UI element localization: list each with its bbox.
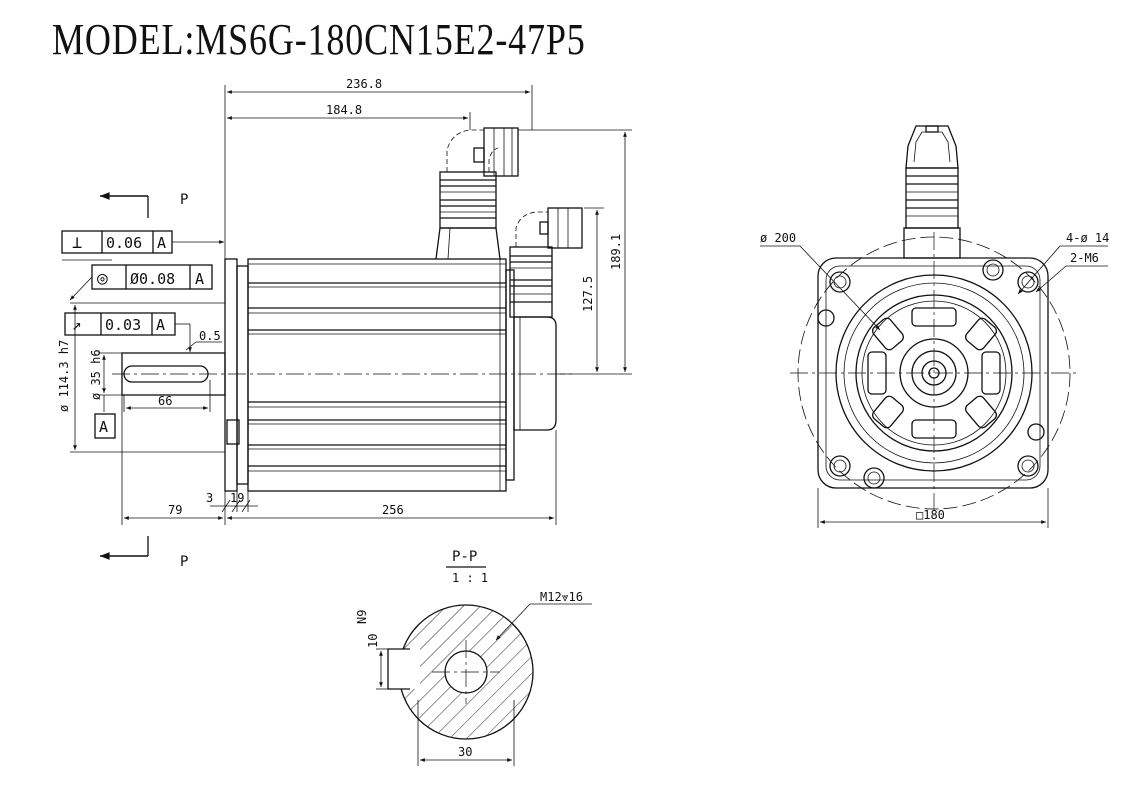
runout-datum: A bbox=[156, 316, 165, 334]
section-label-bottom: P bbox=[180, 554, 188, 570]
tolerance-perpendicularity: ⊥ 0.06 A bbox=[61, 230, 224, 261]
front-view: ø 200 4-ø 14 2-M6 □180 bbox=[760, 125, 1109, 528]
section-view: P-P 1 : 1 M12⩔16 10 N9 30 bbox=[355, 549, 592, 766]
dim-body-length-text: 256 bbox=[382, 503, 404, 517]
dim-holes: 4-ø 14 2-M6 bbox=[1017, 231, 1109, 295]
section-arrow-top: P bbox=[100, 192, 188, 218]
dim-threads-text: 2-M6 bbox=[1070, 251, 1099, 265]
section-label-top: P bbox=[180, 192, 188, 208]
section-arrow-bottom: P bbox=[100, 536, 188, 570]
perpendicularity-icon: ⊥ bbox=[72, 233, 82, 253]
dim-height-mid: 127.5 bbox=[581, 207, 604, 372]
concentricity-datum: A bbox=[195, 270, 204, 288]
note-flange-tolerance-text: 0.5 bbox=[199, 329, 221, 343]
dim-bolt-circle: ø 200 bbox=[760, 231, 881, 331]
dim-key-length: 66 bbox=[123, 380, 211, 412]
dim-shaft-length-text: 79 bbox=[168, 503, 182, 517]
dim-bottom: 79 3 19 256 bbox=[121, 395, 557, 525]
drawing-title: MODEL:MS6G-180CN15E2-47P5 bbox=[52, 15, 586, 64]
tolerance-concentricity: ◎ Ø0.08 A bbox=[69, 264, 213, 301]
section-diameter: 30 bbox=[458, 745, 472, 759]
dim-flange-b-text: 19 bbox=[230, 491, 244, 505]
dim-holes-text: 4-ø 14 bbox=[1066, 231, 1109, 245]
section-tap-text: M12⩔16 bbox=[540, 590, 583, 604]
dim-pilot-diameter: ø 114.3 h7 bbox=[57, 302, 225, 453]
datum-a-label: A bbox=[99, 418, 108, 436]
datum-a: A bbox=[94, 395, 116, 439]
dim-flange-size-text: □180 bbox=[916, 508, 945, 522]
dim-flange-a-text: 3 bbox=[206, 491, 213, 505]
concentricity-icon: ◎ bbox=[97, 268, 108, 289]
runout-icon: ↗ bbox=[72, 315, 82, 334]
dim-overall-length: 236.8 bbox=[224, 77, 533, 259]
dim-connector-offset-text: 184.8 bbox=[326, 103, 362, 117]
encoder-connector bbox=[509, 207, 583, 318]
section-key-tolerance: N9 bbox=[355, 610, 369, 624]
motor-body bbox=[247, 258, 557, 492]
dim-bolt-circle-text: ø 200 bbox=[760, 231, 796, 245]
dim-height-mid-text: 127.5 bbox=[581, 276, 595, 312]
front-connector bbox=[903, 125, 961, 259]
motor-flange bbox=[224, 258, 249, 492]
dim-overall-length-text: 236.8 bbox=[346, 77, 382, 91]
section-key-width: 10 bbox=[366, 634, 380, 648]
shaft-keyway bbox=[123, 365, 209, 383]
dim-shaft-diameter: ø 35 h6 bbox=[89, 349, 122, 400]
tolerance-runout: ↗ 0.03 A bbox=[64, 312, 192, 352]
section-title: P-P bbox=[452, 549, 477, 565]
note-flange-tolerance: 0.5 bbox=[185, 329, 222, 351]
dim-connector-offset: 184.8 bbox=[227, 103, 471, 130]
dim-key-length-text: 66 bbox=[158, 394, 172, 408]
power-connector bbox=[435, 127, 519, 260]
perpendicularity-datum: A bbox=[157, 234, 166, 252]
dim-flange-size: □180 bbox=[817, 488, 1049, 528]
perpendicularity-value: 0.06 bbox=[106, 234, 142, 252]
front-housing bbox=[835, 274, 1033, 472]
vent-slots bbox=[867, 307, 1001, 439]
section-scale: 1 : 1 bbox=[452, 571, 488, 585]
dim-height-top-text: 189.1 bbox=[609, 234, 623, 270]
dim-height-top: 189.1 bbox=[518, 129, 632, 375]
concentricity-value: Ø0.08 bbox=[130, 270, 175, 288]
mounting-hole bbox=[817, 259, 1045, 489]
runout-value: 0.03 bbox=[105, 316, 141, 334]
dim-pilot-diameter-text: ø 114.3 h7 bbox=[57, 340, 71, 412]
dim-shaft-diameter-text: ø 35 h6 bbox=[89, 349, 103, 400]
side-view: 236.8 184.8 189.1 127.5 0.5 bbox=[57, 77, 632, 570]
